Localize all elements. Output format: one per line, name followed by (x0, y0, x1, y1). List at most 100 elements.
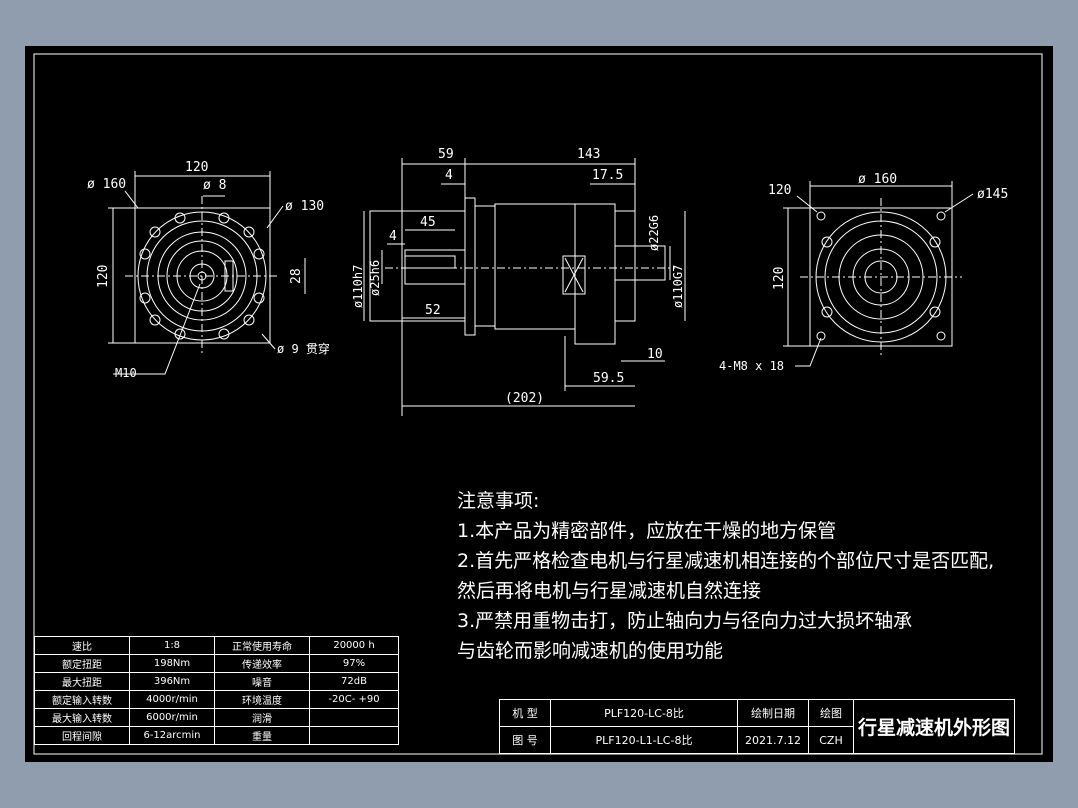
spec-key: 传递效率 (214, 654, 310, 673)
leader-line (796, 195, 818, 213)
side-key (404, 255, 456, 269)
rear-bolt-hole (816, 331, 826, 341)
front-bolt-hole (253, 248, 265, 260)
rear-bolt-hole (936, 331, 946, 341)
leader-line (124, 190, 139, 209)
notes-line: 3.严禁用重物击打，防止轴向力与径向力过大损坏轴承 (457, 610, 913, 632)
notes-line: 1.本产品为精密部件，应放在干燥的地方保管 (457, 520, 837, 542)
spec-value (309, 708, 399, 727)
dim-45: 45 (420, 215, 436, 230)
dim-4-top: 4 (445, 168, 453, 183)
drawing-canvas: 120 ø 160 ø 8 ø 130 120 28 ø 9 贯穿 M10 (25, 46, 1053, 762)
side-flange (464, 197, 476, 336)
front-bolt-hole (139, 248, 151, 260)
front-bolt-hole (243, 226, 255, 238)
spec-value: 1:8 (129, 636, 215, 655)
date-value: 2021.7.12 (737, 726, 809, 754)
table-row: 图 号 PLF120-L1-LC-8比 2021.7.12 CZH (499, 726, 1015, 754)
spec-value: 6-12arcmin (129, 726, 215, 745)
side-output-bearing (369, 210, 466, 322)
spec-key: 噪音 (214, 672, 310, 691)
spec-key: 环境温度 (214, 690, 310, 709)
side-view: 59 143 4 17.5 45 4 ø110h7 ø25h6 52 ø22G6… (351, 147, 686, 416)
dim-202: (202) (505, 391, 544, 406)
side-coupling (562, 255, 586, 295)
front-bolt-hole (218, 212, 230, 224)
front-bolt-hole (149, 226, 161, 238)
dim-bolts: 4-M8 x 18 (719, 359, 784, 373)
dim-10: 10 (647, 347, 663, 362)
rear-bolt-hole (816, 211, 826, 221)
spec-key: 最大扭距 (34, 672, 130, 691)
leader-line (944, 193, 974, 213)
dim-key: 28 (289, 268, 304, 284)
notes-block: 注意事项: 1.本产品为精密部件，应放在干燥的地方保管 2.首先严格检查电机与行… (457, 486, 994, 666)
dim-holes: ø 9 贯穿 (277, 341, 330, 356)
drawn-date-label: 绘制日期 (737, 699, 809, 727)
spec-key: 速比 (34, 636, 130, 655)
leader-line (795, 337, 822, 367)
rear-bolt-hole (936, 211, 946, 221)
cad-drawing: 120 ø 160 ø 8 ø 130 120 28 ø 9 贯穿 M10 (33, 53, 1043, 755)
drawer-label: 绘图 (808, 699, 854, 727)
model-label: 机 型 (499, 699, 551, 727)
table-row: 额定扭距 198Nm 传递效率 97% (34, 654, 399, 673)
table-row: 额定输入转数 4000r/min 环境温度 -20C- +90 (34, 690, 399, 709)
front-keyway (224, 260, 234, 292)
front-view: 120 ø 160 ø 8 ø 130 120 28 ø 9 贯穿 M10 (87, 160, 330, 380)
dim-120-left: 120 (772, 267, 787, 290)
rear-view: ø 160 120 ø145 120 4-M8 x 18 (719, 172, 1008, 373)
rear-bolt-hole (929, 306, 941, 318)
dim-width: 120 (185, 160, 208, 175)
spec-key: 润滑 (214, 708, 310, 727)
front-bolt-hole (218, 328, 230, 340)
rear-bolt-hole (821, 236, 833, 248)
side-input-bore (614, 245, 666, 281)
rear-bolt-hole (929, 236, 941, 248)
side-input-flange (614, 210, 636, 322)
notes-line: 然后再将电机与行星减速机自然连接 (457, 580, 762, 602)
dim-120-top: 120 (768, 183, 791, 198)
notes-title: 注意事项: (457, 490, 540, 512)
spec-key: 回程间隙 (34, 726, 130, 745)
side-body-step (474, 205, 496, 327)
dim-145: ø145 (977, 187, 1008, 202)
dim-110h7: ø110h7 (351, 265, 365, 308)
dim-59: 59 (438, 147, 454, 162)
drawing-title: 行星减速机外形图 (852, 699, 1016, 754)
spec-value: 20000 h (309, 636, 399, 655)
dim-height: 120 (96, 265, 111, 288)
table-row: 最大输入转数 6000r/min 润滑 (34, 708, 399, 727)
spec-table: 速比 1:8 正常使用寿命 20000 h 额定扭距 198Nm 传递效率 97… (34, 636, 399, 745)
spec-value: 72dB (309, 672, 399, 691)
spec-key: 额定扭距 (34, 654, 130, 673)
notes-line: 2.首先严格检查电机与行星减速机相连接的个部位尺寸是否匹配, (457, 550, 995, 572)
spec-key: 正常使用寿命 (214, 636, 310, 655)
spec-value: 396Nm (129, 672, 215, 691)
title-block: 机 型 PLF120-LC-8比 绘制日期 绘图 行星减速机外形图 图 号 PL… (499, 699, 1016, 754)
spec-key: 额定输入转数 (34, 690, 130, 709)
spec-value: 6000r/min (129, 708, 215, 727)
dim-22g6: ø22G6 (647, 215, 661, 251)
drawing-no-label: 图 号 (499, 726, 551, 754)
table-row: 最大扭距 396Nm 噪音 72dB (34, 672, 399, 691)
spec-value: 97% (309, 654, 399, 673)
spec-value: 198Nm (129, 654, 215, 673)
dim-thread: M10 (115, 366, 137, 380)
spec-key: 最大输入转数 (34, 708, 130, 727)
front-bolt-hole (149, 314, 161, 326)
dim-shaft: ø 8 (203, 178, 226, 193)
notes-line: 与齿轮而影响减速机的使用功能 (457, 640, 724, 662)
dim-59-5: 59.5 (593, 371, 624, 386)
dim-110g7: ø110G7 (671, 265, 685, 308)
front-bolt-hole (139, 292, 151, 304)
front-bolt-hole (243, 314, 255, 326)
drawer-value: CZH (808, 726, 854, 754)
drawing-no-value: PLF120-L1-LC-8比 (550, 726, 738, 754)
dim-4-left: 4 (389, 229, 397, 244)
leader-line (261, 333, 276, 350)
dim-160: ø 160 (858, 172, 897, 187)
spec-key: 重量 (214, 726, 310, 745)
side-output-shaft (404, 249, 466, 285)
rear-bolt-hole (821, 306, 833, 318)
